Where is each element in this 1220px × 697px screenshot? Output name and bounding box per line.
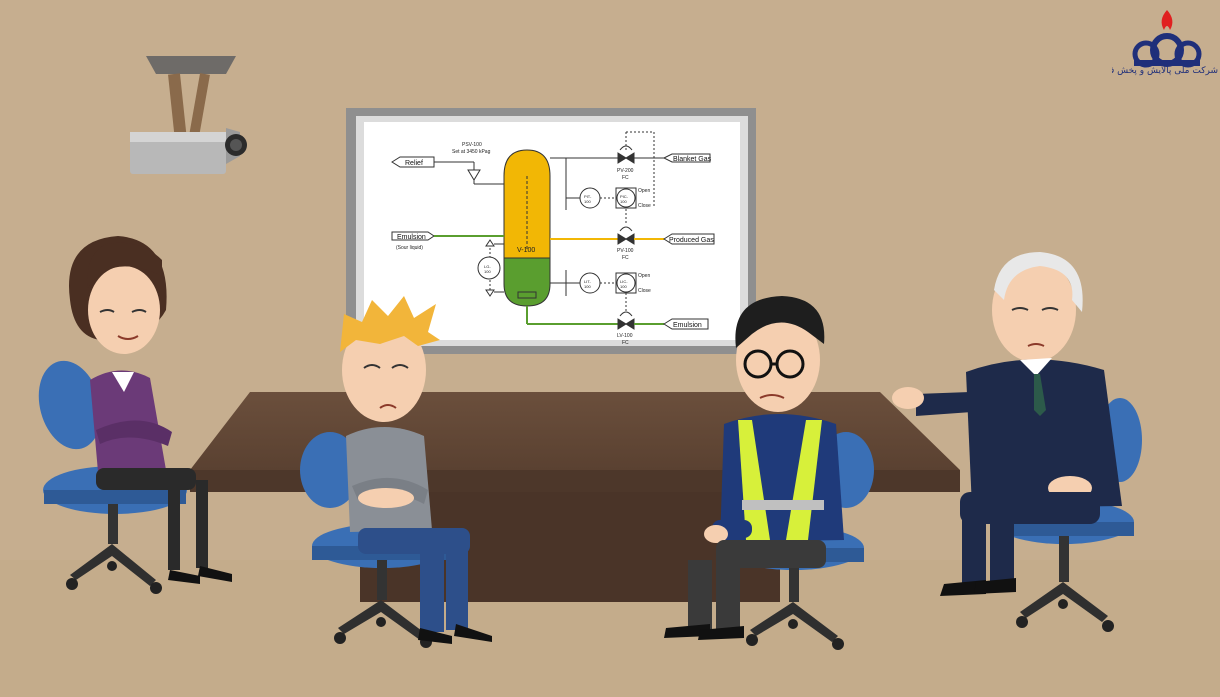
pic-open: Open [638, 188, 650, 194]
lv100-fc: FC [622, 340, 629, 346]
company-name: شرکت ملی پالایش و پخش فرآورده‌های نفتی ا… [1112, 66, 1218, 76]
woman-character [69, 236, 232, 584]
psv-tag: PSV-100 [462, 142, 482, 148]
lg-label: LG-100 [484, 264, 491, 274]
company-logo-icon [1132, 10, 1202, 68]
pv200-fc: FC [622, 175, 629, 181]
pfd-diagram [391, 131, 715, 330]
psv-set: Set at 3450 kPag [452, 149, 491, 155]
lic-close: Close [638, 288, 651, 294]
relief-label: Relief [405, 160, 423, 167]
pic-close: Close [638, 203, 651, 209]
whiteboard: Relief PSV-100 Set at 3450 kPag Emulsion… [346, 108, 756, 354]
pv200-label: PV-200 [617, 168, 634, 174]
pit-label: PIT-100 [584, 194, 592, 204]
chair-left [38, 360, 187, 594]
vessel-label: V-100 [517, 247, 535, 254]
lv100-label: LV-100 [617, 333, 633, 339]
blanket-gas-label: Blanket Gas [673, 156, 712, 163]
lic-label: LIC-100 [620, 279, 628, 289]
pv100-fc: FC [622, 255, 629, 261]
lic-open: Open [638, 273, 650, 279]
emulsion-out-label: Emulsion [673, 322, 702, 329]
sour-liquid-label: (Sour liquid) [396, 245, 423, 251]
old-man-character [892, 252, 1122, 596]
projector-icon [130, 56, 247, 174]
lit-label: LIT-100 [584, 279, 592, 289]
worker-character [664, 296, 844, 640]
pic-label: PIC-100 [620, 194, 629, 204]
blond-man-character [340, 296, 492, 644]
pv100-label: PV-100 [617, 248, 634, 254]
produced-gas-label: Produced Gas [669, 237, 714, 244]
emulsion-in-label: Emulsion [397, 234, 426, 241]
